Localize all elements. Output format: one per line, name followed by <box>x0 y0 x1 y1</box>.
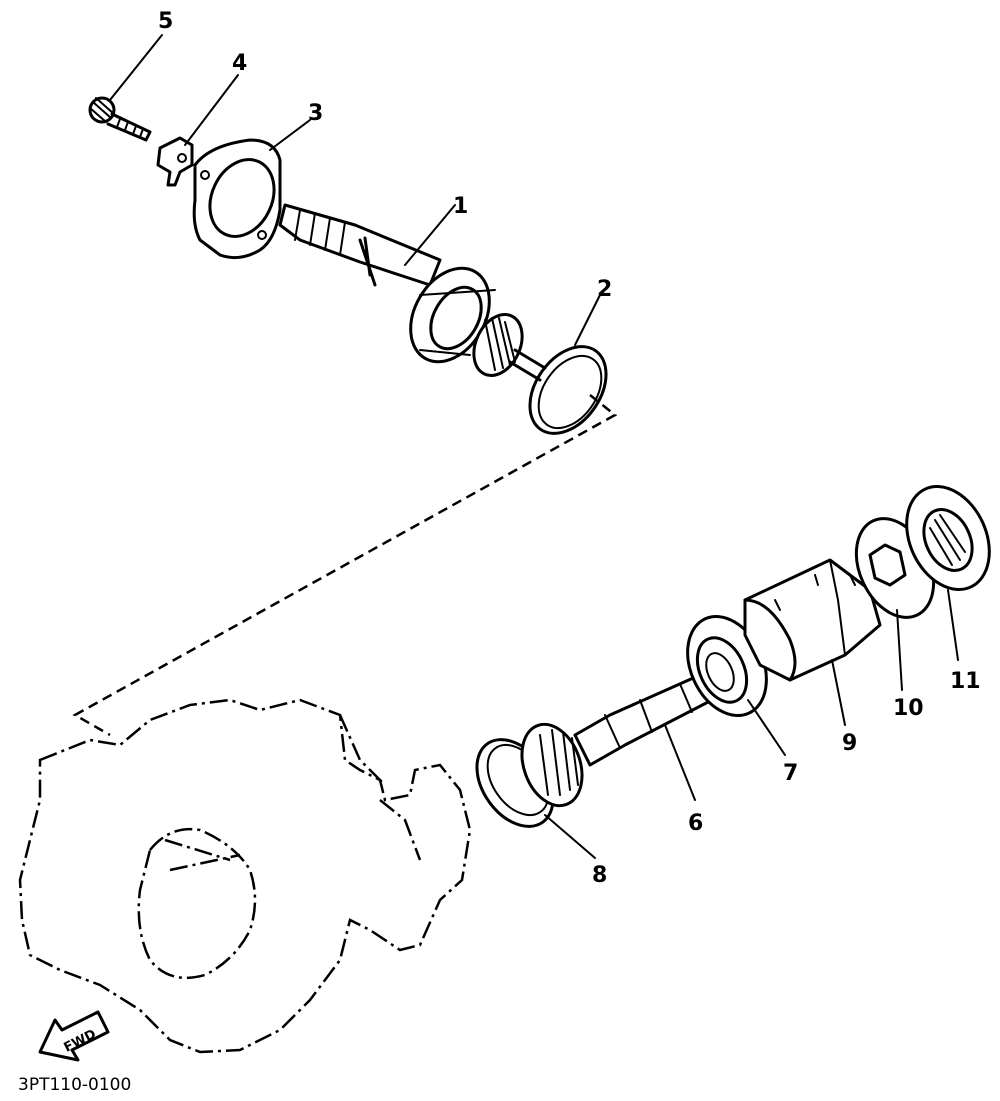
callout-9: 9 <box>842 731 857 756</box>
callout-8: 8 <box>592 863 607 888</box>
callout-numbers: 1 2 3 4 5 6 7 8 9 10 11 <box>158 9 981 888</box>
callout-2: 2 <box>597 277 612 302</box>
fwd-arrow-icon: FWD <box>38 1010 110 1062</box>
part-11-nut <box>905 484 991 592</box>
callout-4: 4 <box>232 51 247 76</box>
callout-5: 5 <box>158 9 173 34</box>
callout-10: 10 <box>893 696 924 721</box>
part-1-shaft-assembly <box>278 203 547 382</box>
callout-7: 7 <box>783 761 798 786</box>
assembly-leader-lines <box>72 394 618 737</box>
part-3-bearing-plate <box>192 138 282 260</box>
callout-3: 3 <box>308 101 323 126</box>
part-4-lock-plate <box>156 136 194 187</box>
part-5-bolt <box>88 96 152 142</box>
part-9-collar <box>743 558 882 682</box>
callout-1: 1 <box>453 194 468 219</box>
engine-outline <box>18 698 472 1054</box>
callout-11: 11 <box>950 669 981 694</box>
part-6-driven-shaft <box>520 673 714 808</box>
callout-leaders <box>109 34 959 859</box>
diagram-code: 3PT110-0100 <box>18 1075 131 1095</box>
part-2-shim <box>528 345 608 435</box>
callout-6: 6 <box>688 811 703 836</box>
